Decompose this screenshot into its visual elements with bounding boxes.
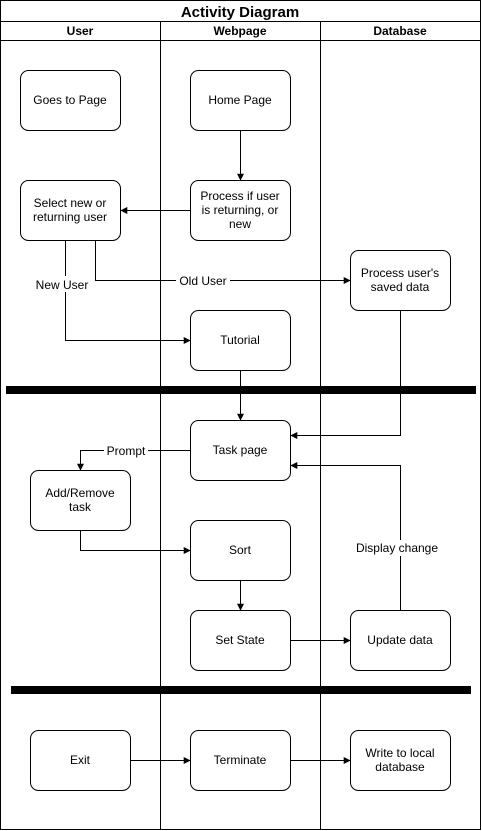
edge-label-new-user: New User [36, 278, 89, 292]
node-label-goes-to-page: Goes to Page [33, 93, 107, 107]
label-bg-display-change [354, 540, 440, 556]
node-label-line: Select new or [34, 196, 107, 210]
node-label-line: Update data [367, 633, 433, 647]
node-label-line: returning user [33, 210, 107, 224]
node-label-line: Sort [229, 543, 252, 557]
diagram-title: Activity Diagram [181, 4, 299, 21]
edge-prompt [77, 450, 190, 471]
node-label-line: task [69, 500, 92, 514]
lane-header-webpage: Webpage [213, 24, 266, 38]
edge-old-user [95, 240, 351, 284]
node-label-terminate: Terminate [214, 753, 267, 767]
node-label-line: Write to local [365, 746, 434, 760]
node-label-home-page: Home Page [208, 93, 272, 107]
node-label-line: is returning, or [202, 203, 279, 217]
node-label-set-state: Set State [215, 633, 265, 647]
node-label-line: Tutorial [220, 333, 260, 347]
node-write-local-database [350, 730, 451, 791]
node-label-exit: Exit [70, 753, 91, 767]
node-label-line: Set State [215, 633, 265, 647]
node-label-update-data: Update data [367, 633, 433, 647]
node-tutorial [190, 310, 291, 371]
node-set-state [190, 610, 291, 671]
edge-display-change [290, 462, 401, 610]
node-process-user [190, 180, 291, 241]
label-bg-old-user [176, 273, 230, 289]
node-home-page [190, 70, 291, 131]
lane-header-database: Database [373, 24, 427, 38]
node-exit [30, 730, 131, 791]
edge-add-to-sort [80, 530, 191, 554]
fork-bar-bottom [11, 686, 471, 694]
node-label-line: Goes to Page [33, 93, 107, 107]
node-update-data [350, 610, 451, 671]
edge-saved-to-task [290, 310, 401, 439]
node-label-line: new [229, 217, 251, 231]
node-terminate [190, 730, 291, 791]
node-label-line: Process if user [200, 189, 279, 203]
edge-new-user [65, 240, 191, 344]
node-process-saved-data [350, 250, 451, 311]
node-label-line: Process user's [361, 266, 439, 280]
lane-header-user: User [67, 24, 94, 38]
node-label-line: saved data [371, 280, 430, 294]
node-label-line: database [375, 760, 425, 774]
node-label-task-page: Task page [213, 443, 268, 457]
node-label-line: Add/Remove [45, 486, 115, 500]
node-add-remove-task [30, 470, 131, 531]
edge-label-old-user: Old User [179, 274, 226, 288]
node-label-line: Home Page [208, 93, 272, 107]
node-label-line: Terminate [214, 753, 267, 767]
node-task-page [190, 420, 291, 481]
node-label-sort: Sort [229, 543, 252, 557]
edge-label-display-change: Display change [356, 541, 438, 555]
node-label-line: Task page [213, 443, 268, 457]
node-select-user [20, 180, 121, 241]
node-label-tutorial: Tutorial [220, 333, 260, 347]
node-goes-to-page [20, 70, 121, 131]
label-bg-new-user [33, 276, 91, 292]
node-sort [190, 520, 291, 581]
node-label-line: Exit [70, 753, 91, 767]
label-bg-prompt [104, 443, 148, 459]
edge-label-prompt: Prompt [107, 444, 146, 458]
